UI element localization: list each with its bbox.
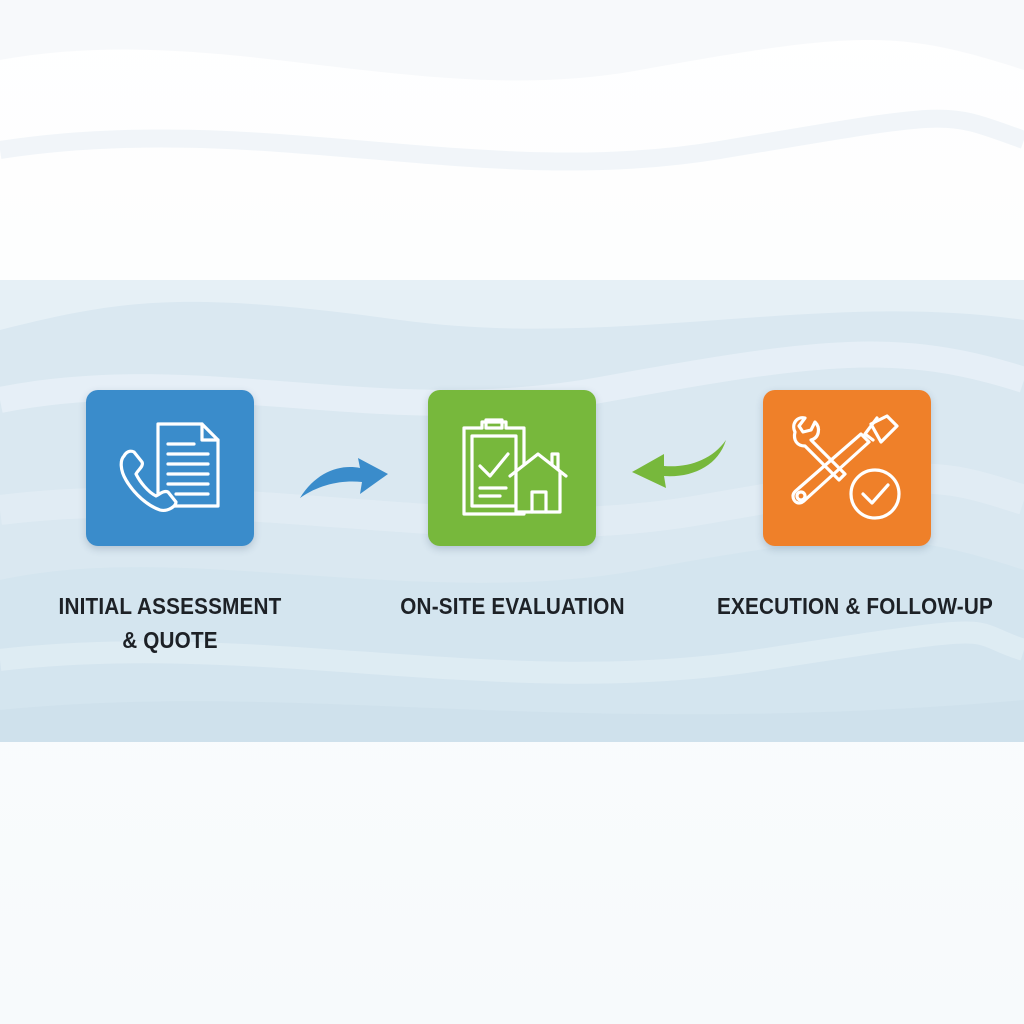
step-1-title-line2: & QUOTE xyxy=(122,627,218,653)
step-1-tile xyxy=(86,390,254,546)
process-band: INITIAL ASSESSMENT & QUOTE ON-SITE EVALU… xyxy=(0,280,1024,742)
step-2-title: ON-SITE EVALUATION xyxy=(400,593,625,619)
background-waves-top xyxy=(0,0,1024,171)
phone-document-icon xyxy=(119,422,220,512)
step-2-label: ON-SITE EVALUATION xyxy=(375,589,650,623)
step-1-label: INITIAL ASSESSMENT & QUOTE xyxy=(35,589,305,657)
step-2-tile xyxy=(428,390,596,546)
step-3-title: EXECUTION & FOLLOW-UP xyxy=(717,593,993,619)
curved-arrow-left-icon xyxy=(632,440,726,488)
step-1-title-line1: INITIAL ASSESSMENT xyxy=(58,593,282,619)
curved-arrow-right-icon xyxy=(300,458,388,498)
wrench-pliers-check-icon xyxy=(791,414,901,520)
clipboard-house-icon xyxy=(462,418,568,516)
step-3-tile xyxy=(763,390,931,546)
step-3-label: EXECUTION & FOLLOW-UP xyxy=(707,589,1004,623)
